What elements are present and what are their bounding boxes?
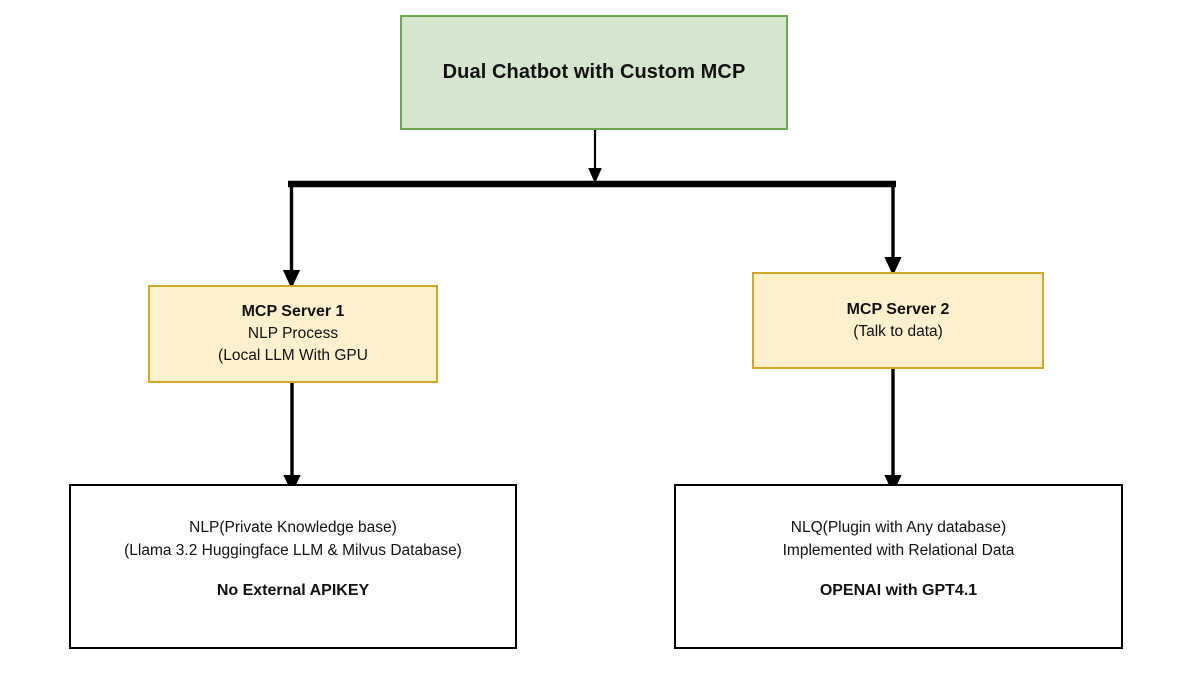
detail1-highlight: No External APIKEY [216,582,370,599]
node-detail-nlq[interactable]: NLQ(Plugin with Any database) Implemente… [674,484,1123,649]
node-mcp-server-2[interactable]: MCP Server 2 (Talk to data) [752,272,1044,369]
server1-detail: (Local LLM With GPU [218,347,368,364]
server2-name: MCP Server 2 [846,300,950,318]
server1-name: MCP Server 1 [241,303,345,320]
detail1-line2: (Llama 3.2 Huggingface LLM & Milvus Data… [124,542,462,559]
detail2-line1: NLQ(Plugin with Any database) [790,519,1007,536]
detail2-highlight: OPENAI with GPT4.1 [819,582,978,599]
server1-subtitle: NLP Process [247,325,339,342]
node-mcp-server-1[interactable]: MCP Server 1 NLP Process (Local LLM With… [148,285,438,383]
node-root[interactable]: Dual Chatbot with Custom MCP [400,15,788,130]
node-detail-nlp[interactable]: NLP(Private Knowledge base) (Llama 3.2 H… [69,484,517,649]
server2-subtitle: (Talk to data) [853,322,943,340]
detail2-line2: Implemented with Relational Data [782,542,1015,559]
detail1-line1: NLP(Private Knowledge base) [189,519,397,536]
root-node-label: Dual Chatbot with Custom MCP [442,61,746,83]
